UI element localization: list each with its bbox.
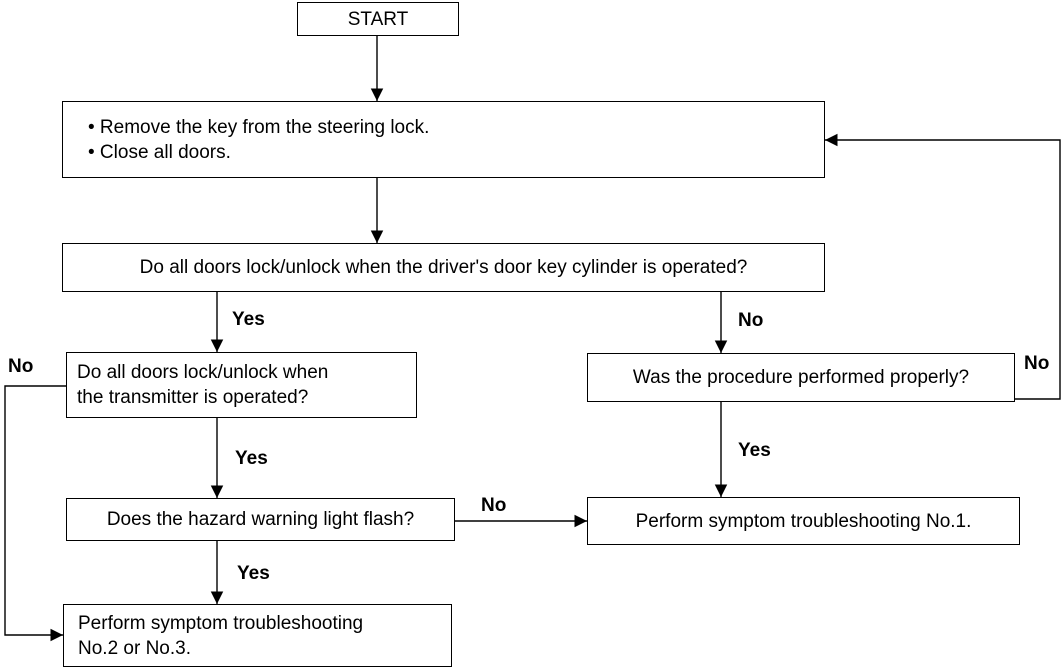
label-q4-no: No <box>481 495 507 516</box>
q3-text: Was the procedure performed properly? <box>632 367 970 388</box>
step1-bullet-1: • Remove the key from the steering lock. <box>88 116 430 138</box>
q4-box: Does the hazard warning light flash? <box>66 498 455 541</box>
result2-line-2: No.2 or No.3. <box>78 637 191 659</box>
arrow-q2-no-to-result2 <box>4 385 66 642</box>
result2-line-1: Perform symptom troubleshooting <box>78 612 364 634</box>
label-q2-yes: Yes <box>235 448 268 469</box>
label-q1-yes: Yes <box>232 309 265 330</box>
label-q4-yes: Yes <box>237 563 270 584</box>
q2-line-2: the transmitter is operated? <box>77 387 309 408</box>
label-q1-no: No <box>738 310 764 331</box>
result1-box: Perform symptom troubleshooting No.1. <box>587 497 1020 545</box>
arrow-q3-no-loop-to-step1 <box>825 133 1061 400</box>
q3-box: Was the procedure performed properly? <box>587 353 1015 402</box>
label-q3-yes: Yes <box>738 440 771 461</box>
q1-box: Do all doors lock/unlock when the driver… <box>62 243 825 292</box>
result1-text: Perform symptom troubleshooting No.1. <box>635 510 972 532</box>
start-label: START <box>347 8 409 30</box>
label-q2-no: No <box>8 356 34 377</box>
q2-box: Do all doors lock/unlock when the transm… <box>66 352 417 418</box>
q2-line-1: Do all doors lock/unlock when <box>77 362 329 383</box>
q4-text: Does the hazard warning light flash? <box>106 509 415 530</box>
start-box: START <box>297 2 459 36</box>
label-q3-no: No <box>1024 353 1050 374</box>
step1-bullet-2: • Close all doors. <box>88 141 231 163</box>
result2-box: Perform symptom troubleshooting No.2 or … <box>63 604 452 667</box>
step1-box: • Remove the key from the steering lock.… <box>62 101 825 178</box>
q1-text: Do all doors lock/unlock when the driver… <box>139 257 748 278</box>
